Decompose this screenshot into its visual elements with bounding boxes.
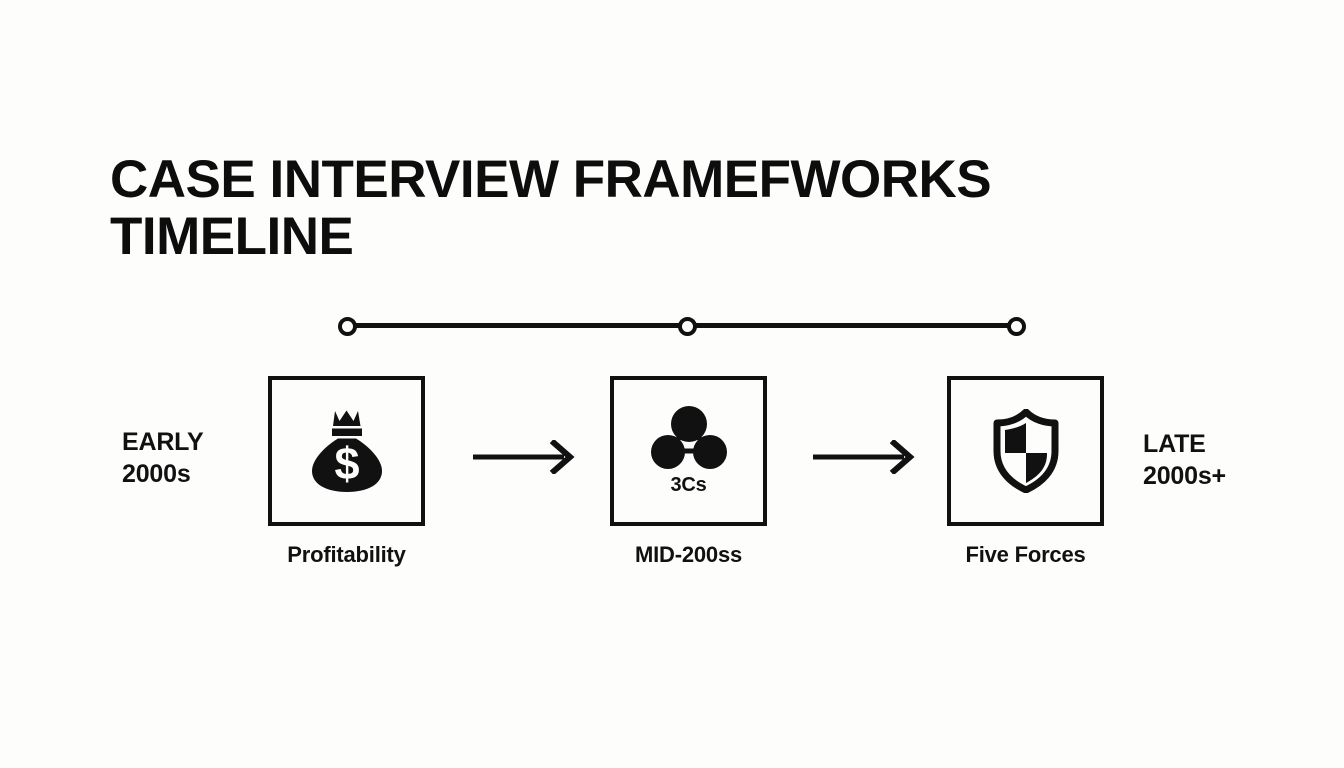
svg-text:$: $ — [334, 438, 359, 489]
three-circles-network-icon — [650, 406, 727, 469]
era-label-early: EARLY 2000s — [122, 428, 204, 488]
stage-icon-box: $ — [268, 376, 425, 526]
page-title: CASE INTERVIEW FRAMEFWORKS TIMELINE — [110, 150, 992, 266]
timeline-node-start[interactable] — [338, 317, 357, 336]
stage-icon-box: 3Cs — [610, 376, 767, 526]
stage-icon-box — [947, 376, 1104, 526]
timeline-track — [330, 309, 1040, 343]
stage-caption: Profitability — [287, 542, 406, 567]
arrow-stage-2-to-3 — [812, 438, 916, 476]
stage-icon-label: 3Cs — [670, 474, 707, 496]
stage-caption: Five Forces — [965, 542, 1086, 567]
stage-row: $ Profitability 3Cs MID-200ss — [0, 376, 1344, 576]
shield-quartered-icon — [993, 409, 1058, 493]
arrow-stage-1-to-2 — [472, 438, 576, 476]
timeline-node-end[interactable] — [1007, 317, 1026, 336]
money-bag-dollar-icon: $ — [311, 410, 382, 492]
era-label-late: LATE 2000s+ — [1143, 430, 1226, 490]
stage-five-forces[interactable]: Five Forces — [947, 376, 1104, 568]
stage-3cs[interactable]: 3Cs MID-200ss — [610, 376, 767, 568]
timeline-node-middle[interactable] — [678, 317, 697, 336]
stage-caption: MID-200ss — [634, 542, 743, 567]
stage-profitability[interactable]: $ Profitability — [268, 376, 425, 568]
